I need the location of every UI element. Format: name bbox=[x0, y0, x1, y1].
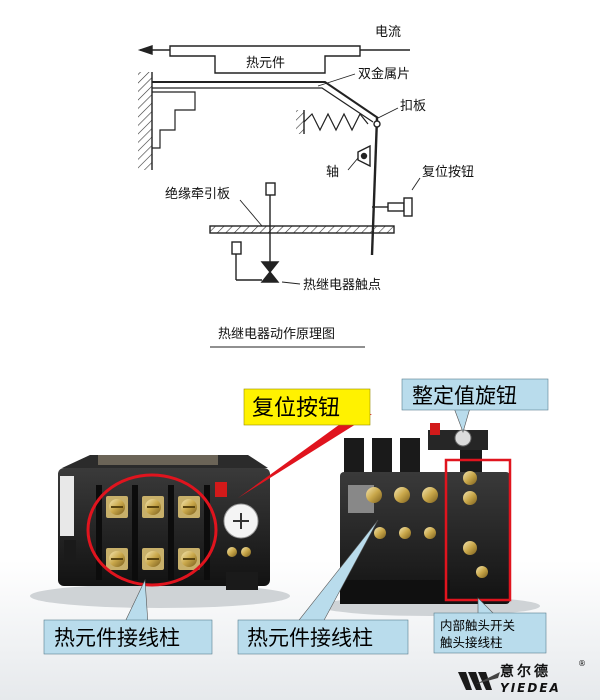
brand-registered: ® bbox=[578, 659, 586, 668]
callout-terminal-right-text: 热元件接线柱 bbox=[247, 626, 373, 650]
callout-internal-contact-line1: 内部触头开关 bbox=[440, 618, 515, 633]
callout-terminal-right bbox=[237, 619, 409, 655]
callout-pointers bbox=[123, 407, 497, 625]
right-terminal-screws-upper bbox=[366, 471, 477, 505]
relay-left bbox=[30, 455, 290, 608]
thermal-element-shape bbox=[169, 45, 361, 74]
brand-name-cn: 意尔德 bbox=[500, 663, 551, 680]
right-terminal-screws-lower bbox=[374, 527, 488, 578]
callout-texts: 复位按钮 整定值旋钮 热元件接线柱 热元件接线柱 内部触头开关 触头接线柱 bbox=[54, 384, 517, 650]
label-buckle-plate: 扣板 bbox=[400, 99, 426, 114]
brand-name-en: YIEDEA bbox=[500, 681, 561, 695]
callout-terminal-left-text: 热元件接线柱 bbox=[54, 626, 180, 650]
callout-reset-button bbox=[243, 388, 371, 426]
label-contact: 热继电器触点 bbox=[303, 278, 381, 293]
bimetal-strip bbox=[152, 81, 379, 119]
spring bbox=[303, 112, 369, 132]
brand-logo: 意尔德 ® YIEDEA bbox=[458, 659, 586, 695]
callout-boxes bbox=[43, 378, 549, 655]
label-bimetal: 双金属片 bbox=[358, 66, 410, 82]
callout-terminal-left bbox=[43, 619, 213, 655]
principle-diagram bbox=[137, 45, 421, 348]
label-current: 电流 bbox=[375, 25, 401, 40]
brand-logo-mark-icon bbox=[458, 672, 500, 690]
reset-button-red bbox=[215, 482, 227, 497]
callout-internal-contact bbox=[433, 612, 547, 654]
reset-button-shape bbox=[387, 202, 405, 212]
label-insulating-plate: 绝缘牵引板 bbox=[165, 186, 230, 202]
buckle-plate bbox=[370, 117, 379, 256]
callout-internal-contact-line2: 触头接线柱 bbox=[440, 635, 503, 650]
terminal-screws-upper bbox=[106, 496, 200, 518]
label-thermal-element: 热元件 bbox=[246, 56, 285, 71]
principle-diagram-labels: 电流 热元件 双金属片 扣板 轴 复位按钮 绝缘牵引板 热继电器触点 热继电器动… bbox=[165, 25, 474, 342]
label-shaft: 轴 bbox=[326, 165, 339, 180]
insulating-plate bbox=[209, 225, 395, 234]
callout-setting-knob bbox=[401, 378, 549, 411]
relay-right bbox=[320, 423, 540, 616]
frame-left-hatch bbox=[138, 72, 152, 170]
contact-shape bbox=[260, 261, 280, 274]
callout-reset-button-text: 复位按钮 bbox=[252, 396, 340, 421]
current-arrow-head bbox=[137, 45, 153, 55]
highlight-ellipse-left bbox=[86, 473, 218, 587]
reset-button-red-right bbox=[430, 423, 440, 435]
diagram-caption: 热继电器动作原理图 bbox=[218, 327, 335, 342]
label-reset-button: 复位按钮 bbox=[422, 165, 474, 180]
callout-setting-knob-text: 整定值旋钮 bbox=[412, 384, 517, 408]
terminal-screws-lower bbox=[106, 548, 200, 570]
